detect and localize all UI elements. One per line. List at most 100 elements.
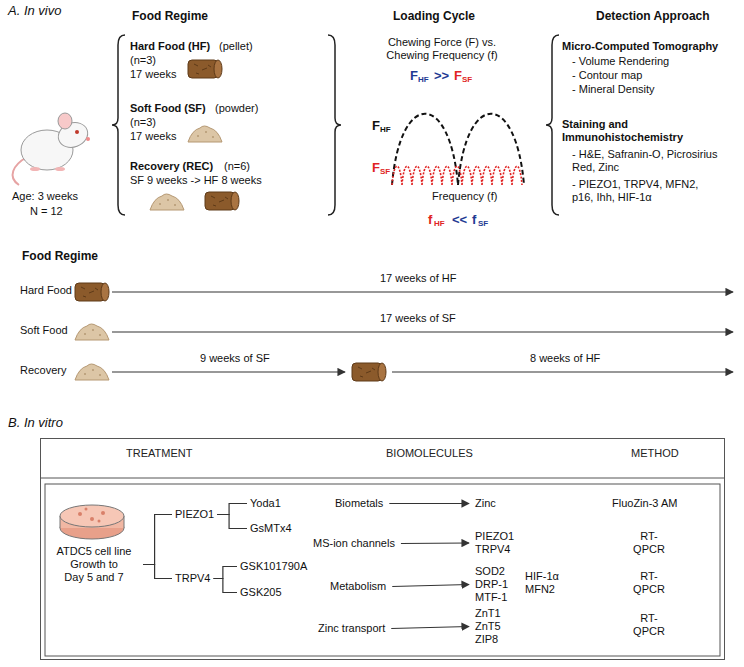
node-text: FluoZin-3 AM [612,497,677,510]
pellet-icon [205,192,239,210]
pellet-icon [352,363,386,381]
petri-dish [60,505,124,539]
cell-line-node: ATDC5 cell lineGrowth to Day 5 and 7 [48,545,140,584]
node-text: MTF-1 [475,591,508,604]
duration-label: SF 9 weeks -> HF 8 weeks [130,174,262,187]
soft-food-force-curve [392,166,522,185]
pellet-icon [188,60,222,78]
frequency-symbol: f [472,212,476,227]
tree-connector [217,515,247,529]
subscript: HF [434,219,445,228]
timeline-span-label: 9 weeks of SF [200,352,270,365]
timeline-arrow [112,371,345,372]
group-size: (n=6) [224,160,250,173]
subscript: HF [380,125,391,134]
powder-icon [75,364,109,380]
left-brace [112,35,125,215]
node-text: RT- QPCR [632,570,666,596]
biomolecule-node: Zinc [475,497,496,510]
powder-icon [75,324,109,340]
category-node: Metabolism [330,580,386,593]
node-text: Growth to Day 5 and 7 [63,558,125,584]
node-text: PIEZO1 [475,530,514,543]
node-text: Zinc transport [318,622,385,635]
arrow-connector [391,627,469,629]
channel-node: PIEZO1 [175,508,214,521]
group-note: (powder) [215,102,258,115]
right-brace [328,35,341,215]
method-heading: Staining and Immunohistochemistry [562,118,692,144]
category-node: MS-ion channels [313,537,395,550]
node-text: GSK205 [240,586,282,599]
tree-connector [213,579,237,593]
arrow-connector [389,503,469,504]
force-symbol: F [372,160,380,175]
mouse-ear [58,113,72,129]
timeline-row-label: Recovery [20,364,66,377]
timeline-arrow [112,291,733,292]
group-name: Recovery (REC) [130,160,213,173]
group-size: (n=3) [130,54,156,67]
method-item: - Mineral Density [572,83,655,96]
node-text: PIEZO1 [175,508,214,521]
comparison-sign: << [452,212,467,227]
node-text: GSK101790A [240,560,307,573]
node-text: ZnT1 [475,607,501,620]
group-name: Hard Food (HF) [130,40,210,53]
left-brace [546,35,559,215]
node-text: ATDC5 cell line [48,545,140,558]
arrow-connector [392,585,469,587]
age-label: Age: 3 weeks [12,190,78,203]
biomolecule-node: HIF-1αMFN2 [525,570,559,596]
mouse-nose [86,137,90,141]
force-symbol: F [372,118,380,133]
powder-icon [188,126,222,142]
node-text: TRPV4 [175,572,210,585]
group-size: (n=3) [130,116,156,129]
node-text: MS-ion channels [313,537,395,550]
timeline-row-label: Soft Food [20,324,68,337]
header-separator [40,478,725,479]
mouse-foot [30,167,40,171]
timeline-row-label: Hard Food [20,284,72,297]
inner-frame [45,484,720,656]
method-item: - Volume Rendering [572,55,669,68]
node-text: ZIP8 [475,633,501,646]
compound-node: GSK101790A [240,560,307,573]
powder-icon [150,194,184,210]
category-node: Biometals [335,497,383,510]
column-heading: Food Regime [132,10,208,23]
section-label: B. In vitro [8,415,63,430]
node-text: Metabolism [330,580,386,593]
tree-connector [143,515,172,565]
force-symbol: F [410,68,418,83]
biomolecule-node: PIEZO1TRPV4 [475,530,514,556]
timeline-heading: Food Regime [22,250,98,263]
method-node: RT- QPCR [632,570,666,596]
method-item: - PIEZO1, TRPV4, MFN2, p16, Ihh, HIF-1α [572,178,712,204]
column-heading: BIOMOLECULES [386,447,473,460]
timeline-arrow [112,331,733,332]
group-note: (pellet) [219,40,253,53]
pellet-icon [75,283,109,301]
method-item: - H&E, Safranin-O, Picrosirius Red, Zinc [572,148,740,174]
frequency-symbol: f [428,212,432,227]
mouse-illustration [13,113,92,185]
biomolecule-node: ZnT1ZnT5ZIP8 [475,607,501,646]
mouse-eye [75,130,79,134]
node-text: HIF-1α [525,570,559,583]
method-node: FluoZin-3 AM [612,497,677,510]
compound-node: Yoda1 [250,497,281,510]
group-name: Soft Food (SF) [130,102,206,115]
comparison-sign: >> [434,68,449,83]
subscript: HF [418,75,429,84]
node-text: GsMTx4 [250,522,292,535]
tree-connector [217,504,247,515]
panel-frame: TREATMENTBIOMOLECULESMETHODATDC5 cell li… [40,438,725,660]
column-heading: METHOD [631,447,679,460]
compound-node: GsMTx4 [250,522,292,535]
duration-label: 17 weeks [130,130,176,143]
node-text: RT- QPCR [632,530,666,556]
